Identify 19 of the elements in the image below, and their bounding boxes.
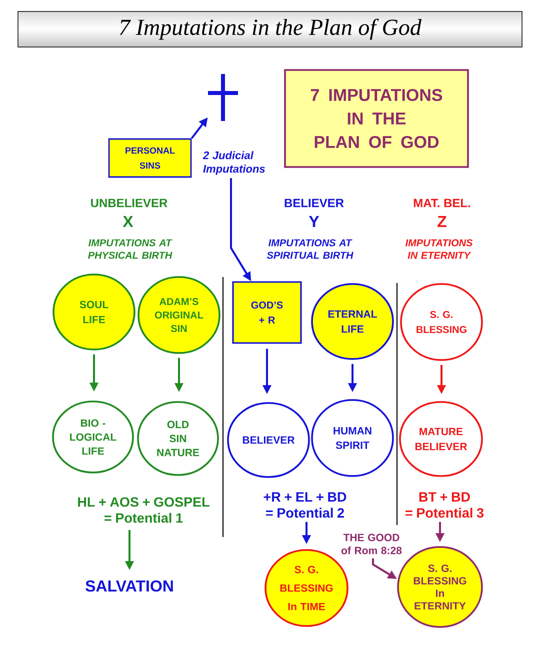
title-bar: 7 Imputations in the Plan of God [18, 11, 522, 48]
note-text: 2 Judicial Imputations [202, 151, 265, 175]
formula-text: BT + BD = Potential 3 [406, 492, 484, 518]
column-letter: Y [308, 216, 320, 228]
column-subtitle: IMPUTATIONS IN ETERNITY [405, 239, 473, 259]
column-subtitle: IMPUTATIONS AT SPIRITUAL BIRTH [266, 239, 354, 259]
column-heading: MAT. BEL. [414, 198, 470, 208]
column-letter: Z [438, 216, 446, 228]
column-heading: BELIEVER [284, 198, 344, 208]
column-letter: X [122, 216, 134, 228]
formula-text: HL + AOS + GOSPEL = Potential 1 [78, 497, 210, 523]
cross [208, 74, 238, 121]
title-box: 7 IMPUTATIONS IN THE PLAN OF GOD [284, 69, 469, 168]
result-text: SALVATION [86, 580, 173, 592]
column-heading: UNBELIEVER [91, 198, 168, 208]
formula-text: +R + EL + BD = Potential 2 [264, 492, 346, 518]
column-subtitle: IMPUTATIONS AT PHYSICAL BIRTH [88, 239, 172, 259]
square-box: GOD’S + R [232, 281, 302, 344]
label-box: PERSONAL SINS [108, 138, 192, 178]
